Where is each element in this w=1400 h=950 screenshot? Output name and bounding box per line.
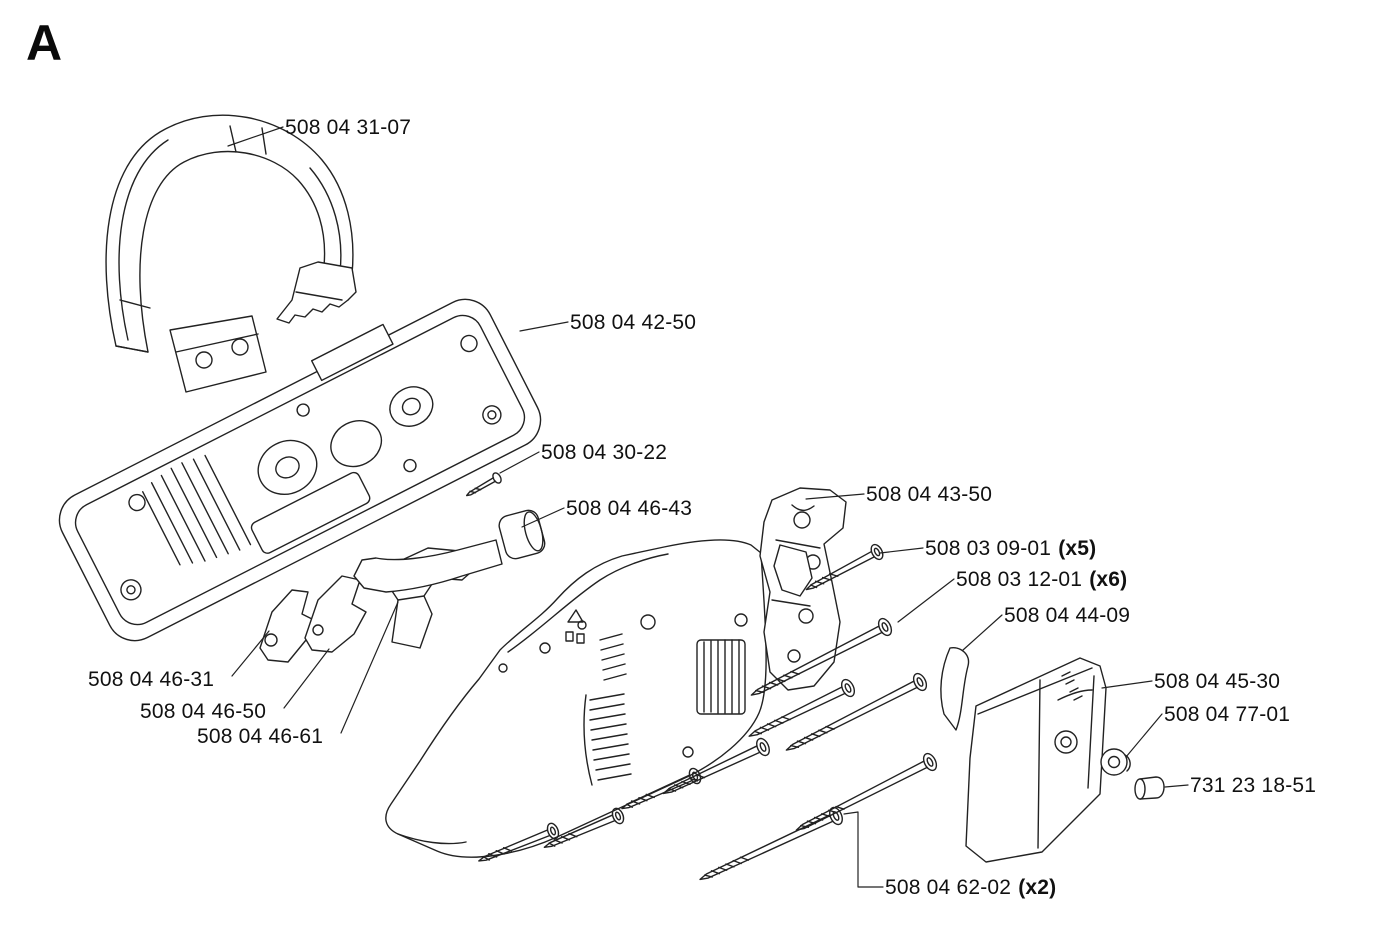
part-qty: (x2) — [1018, 876, 1057, 899]
part-cover-strip — [940, 647, 970, 731]
label-508-04-43-50: 508 04 43-50 — [866, 483, 992, 506]
part-small-screw — [463, 470, 504, 501]
label-508-04-45-30: 508 04 45-30 — [1154, 670, 1280, 693]
label-731-23-18-51: 731 23 18-51 — [1190, 774, 1316, 797]
part-number: 508 04 62-02 — [885, 876, 1012, 899]
part-number: 731 23 18-51 — [1190, 774, 1317, 797]
label-508-04-46-31: 508 04 46-31 — [88, 668, 214, 691]
part-number: 508 04 42-50 — [570, 311, 697, 334]
leader-lines — [227, 126, 1189, 888]
part-number: 508 04 44-09 — [1004, 604, 1131, 627]
label-508-03-12-01: 508 03 12-01 (x6) — [956, 568, 1127, 591]
part-number: 508 04 43-50 — [866, 483, 993, 506]
label-508-04-42-50: 508 04 42-50 — [570, 311, 696, 334]
label-508-04-44-09: 508 04 44-09 — [1004, 604, 1130, 627]
label-508-04-77-01: 508 04 77-01 — [1164, 703, 1290, 726]
part-number: 508 04 46-61 — [197, 725, 324, 748]
label-508-04-46-50: 508 04 46-50 — [140, 700, 266, 723]
part-qty: (x5) — [1058, 537, 1097, 560]
part-number: 508 03 12-01 — [956, 568, 1083, 591]
part-number: 508 04 46-50 — [140, 700, 267, 723]
part-number: 508 03 09-01 — [925, 537, 1052, 560]
section-label: A — [26, 15, 64, 71]
part-front-handle — [105, 114, 357, 393]
part-nut — [1134, 776, 1165, 800]
label-508-04-46-61: 508 04 46-61 — [197, 725, 323, 748]
part-top-cover — [58, 298, 542, 642]
label-508-04-62-02: 508 04 62-02 (x2) — [885, 876, 1056, 899]
part-side-cover — [965, 657, 1107, 863]
part-number: 508 04 46-43 — [566, 497, 693, 520]
part-grommet — [1100, 748, 1131, 776]
part-number: 508 04 46-31 — [88, 668, 215, 691]
label-508-04-46-43: 508 04 46-43 — [566, 497, 692, 520]
part-number: 508 04 45-30 — [1154, 670, 1281, 693]
part-number: 508 04 77-01 — [1164, 703, 1291, 726]
part-number: 508 04 31-07 — [285, 116, 412, 139]
label-508-04-31-07: 508 04 31-07 — [285, 116, 411, 139]
label-508-03-09-01: 508 03 09-01 (x5) — [925, 537, 1096, 560]
part-qty: (x6) — [1089, 568, 1128, 591]
part-main-housing — [385, 539, 767, 858]
part-rear-plate — [759, 487, 847, 691]
part-number: 508 04 30-22 — [541, 441, 668, 464]
label-508-04-30-22: 508 04 30-22 — [541, 441, 667, 464]
